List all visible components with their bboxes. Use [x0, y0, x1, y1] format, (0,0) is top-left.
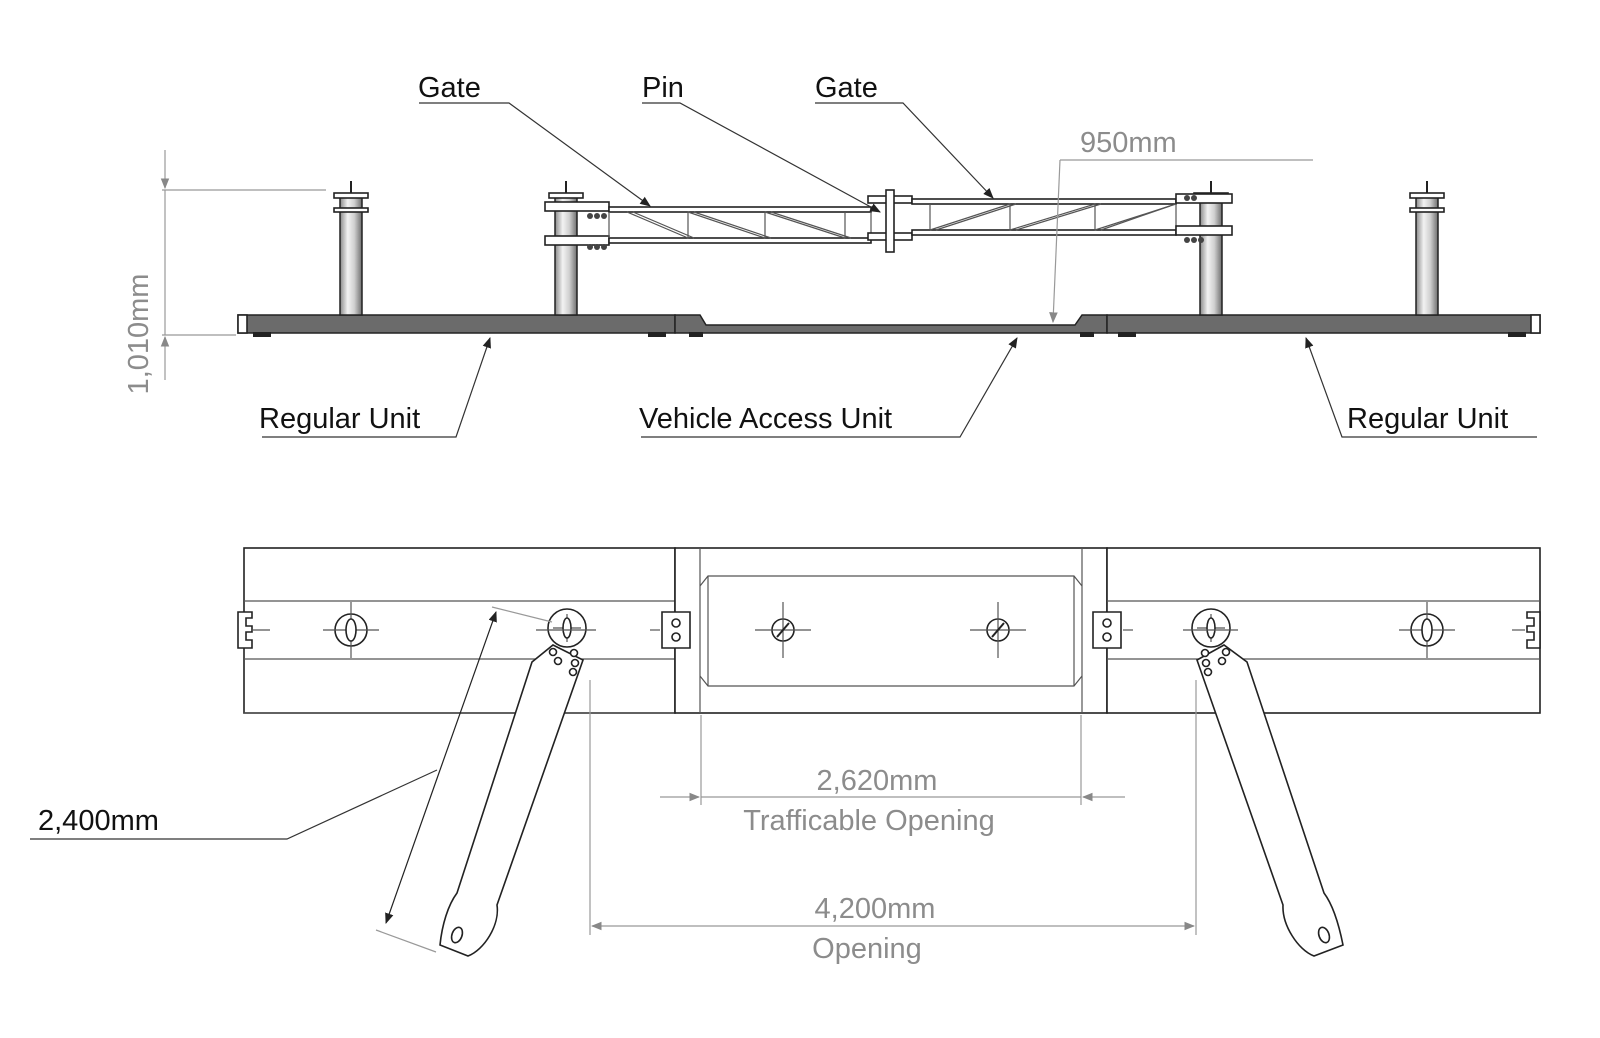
- plan-connectors: [237, 611, 1541, 649]
- plan-regular-unit-right: [1106, 547, 1541, 714]
- side-view: 1,010mm 950mm Gate Pin Gate Regular Unit: [123, 72, 1541, 438]
- trafficable-opening-dimension: 2,620mm Trafficable Opening: [660, 715, 1125, 837]
- regular-unit-right-label: Regular Unit: [1347, 403, 1508, 435]
- gate-left-leader: Gate: [418, 72, 651, 207]
- trafficable-opening-caption: Trafficable Opening: [743, 805, 994, 837]
- plan-regular-unit-left: [243, 547, 676, 714]
- post-regular-left: [333, 181, 369, 316]
- plan-gate-left: [439, 608, 596, 957]
- gate-left-label: Gate: [418, 72, 481, 104]
- post-gate-left: [548, 181, 584, 316]
- height-dimension-label: 1,010mm: [123, 274, 155, 395]
- opening-value: 4,200mm: [815, 893, 936, 925]
- plan-view: 2,400mm 2,620mm Trafficable Opening 4,20…: [30, 547, 1541, 965]
- regular-unit-left-label: Regular Unit: [259, 403, 420, 435]
- post-regular-right: [1409, 181, 1445, 316]
- regular-unit-right-base: [1106, 314, 1541, 337]
- regular-unit-left-base: [237, 314, 676, 337]
- plan-post-holes: [323, 602, 1455, 658]
- vehicle-access-unit-label: Vehicle Access Unit: [639, 403, 892, 435]
- plan-vehicle-access-unit: [674, 547, 1108, 714]
- gate-right-label: Gate: [815, 72, 878, 104]
- plan-gate-right: [1183, 608, 1344, 957]
- regular-unit-right-leader: Regular Unit: [1305, 336, 1537, 438]
- pin-label: Pin: [642, 72, 684, 104]
- opening-dimension: 4,200mm Opening: [589, 680, 1197, 965]
- gate-left-truss: [544, 201, 872, 250]
- gate-length-dimension: 2,400mm: [30, 606, 553, 953]
- pin: [867, 189, 913, 253]
- gate-length-label: 2,400mm: [38, 805, 159, 837]
- clearance-dimension-label: 950mm: [1080, 127, 1177, 159]
- regular-unit-left-leader: Regular Unit: [259, 336, 491, 438]
- vehicle-access-unit-leader: Vehicle Access Unit: [639, 337, 1018, 438]
- clearance-dimension: 950mm: [1049, 127, 1313, 324]
- vehicle-access-unit-base: [674, 314, 1108, 337]
- height-dimension: 1,010mm: [123, 150, 326, 394]
- gate-right-truss: [911, 193, 1233, 243]
- gate-right-leader: Gate: [815, 72, 994, 199]
- opening-caption: Opening: [812, 933, 922, 965]
- trafficable-opening-value: 2,620mm: [817, 765, 938, 797]
- pin-leader: Pin: [642, 72, 881, 213]
